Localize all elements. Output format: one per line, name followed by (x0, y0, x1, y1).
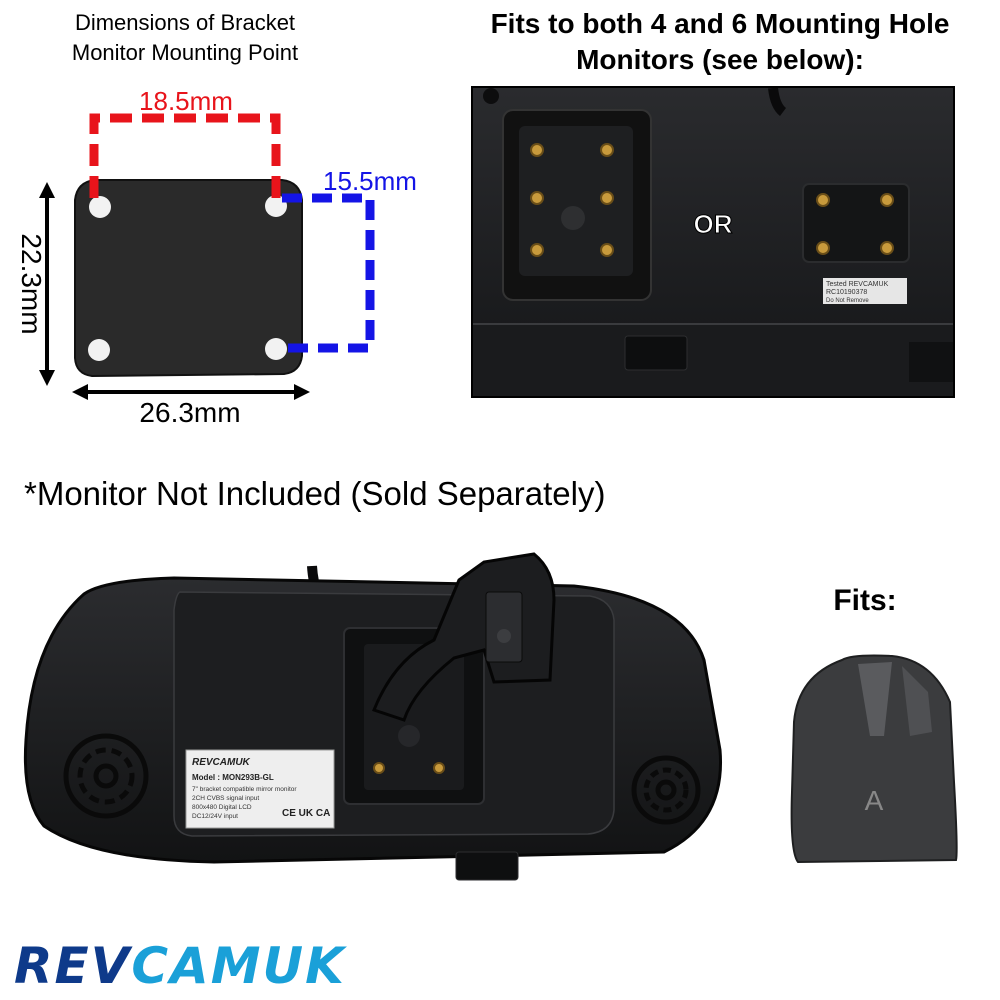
brass-insert (880, 241, 894, 255)
monitor-label-line3: 800x480 Digital LCD (192, 804, 252, 811)
brass-insert (530, 143, 544, 157)
or-text: OR (694, 209, 733, 239)
dimensions-title-line1: Dimensions of Bracket (74, 10, 296, 35)
compliance-marks: CE UK CA (282, 808, 330, 819)
monitor-label-line2: 2CH CVBS signal input (192, 795, 259, 802)
monitor-label-brand: REVCAMUK (192, 757, 251, 768)
monitor-label-model: Model : MON293B-GL (192, 773, 274, 782)
blue-dimension-label: 15.5mm (323, 166, 417, 196)
monitor-label-line1: 7" bracket compatible mirror monitor (192, 786, 297, 793)
brass-insert (880, 193, 894, 207)
speaker-grille-left (63, 733, 149, 819)
monitor-back-illustration: REVCAMUK Model : MON293B-GL 7" bracket c… (23, 552, 723, 881)
speaker-grille-right (631, 755, 701, 825)
fits-label: Fits: (833, 584, 897, 617)
arrow-head-icon (39, 370, 55, 386)
arrow-head-icon (39, 182, 55, 198)
mount-hole (265, 338, 287, 360)
monitor-closeup-illustration: OR Tested REVCAMUK RC10190378 Do Not Rem… (473, 88, 953, 396)
monitor-closeup-photo: OR Tested REVCAMUK RC10190378 Do Not Rem… (471, 86, 955, 398)
red-dimension-label: 18.5mm (139, 86, 233, 116)
mount-hole (88, 339, 110, 361)
brass-insert (816, 241, 830, 255)
mount-hole (89, 196, 111, 218)
brand-logo-part2: CAMUK (131, 937, 346, 995)
mount-letter: A (865, 785, 884, 816)
brand-logo-part1: REV (14, 937, 132, 995)
monitor-label-line4: DC12/24V input (192, 813, 238, 820)
dimensions-title-line2: Monitor Mounting Point (71, 40, 299, 65)
brass-insert (600, 143, 614, 157)
fits-both-title-line1: Fits to both 4 and 6 Mounting Hole (490, 8, 950, 39)
fits-both-title-line2: Monitors (see below): (576, 44, 864, 75)
brand-logo: REVCAMUK (14, 936, 346, 996)
arrow-head-icon (294, 384, 310, 400)
width-label: 26.3mm (139, 397, 240, 428)
sticker-line3: Do Not Remove (826, 298, 869, 304)
blue-dimension-line (282, 193, 375, 353)
brass-insert (600, 243, 614, 257)
monitor-not-included-banner: *Monitor Not Included (Sold Separately) (24, 475, 606, 512)
sticker-line2: RC10190378 (826, 289, 867, 296)
height-label: 22.3mm (16, 233, 47, 334)
fits-both-title: Fits to both 4 and 6 Mounting Hole Monit… (440, 6, 1000, 78)
bracket-plate (74, 179, 303, 378)
mount-hole (265, 195, 287, 217)
sticker-line1: Tested REVCAMUK (826, 281, 889, 288)
brass-insert (530, 243, 544, 257)
brass-insert (600, 191, 614, 205)
arrow-head-icon (72, 384, 88, 400)
bracket-mount-head: A (790, 654, 958, 864)
tested-sticker (823, 278, 907, 304)
bracket-dimension-diagram: 18.5mm 15.5mm 22.3mm 26.3mm (16, 86, 417, 428)
brass-insert (816, 193, 830, 207)
red-dimension-line (89, 113, 281, 198)
dimensions-title: Dimensions of Bracket Monitor Mounting P… (20, 8, 350, 68)
brass-insert (530, 191, 544, 205)
monitor-label-sticker (185, 749, 335, 829)
